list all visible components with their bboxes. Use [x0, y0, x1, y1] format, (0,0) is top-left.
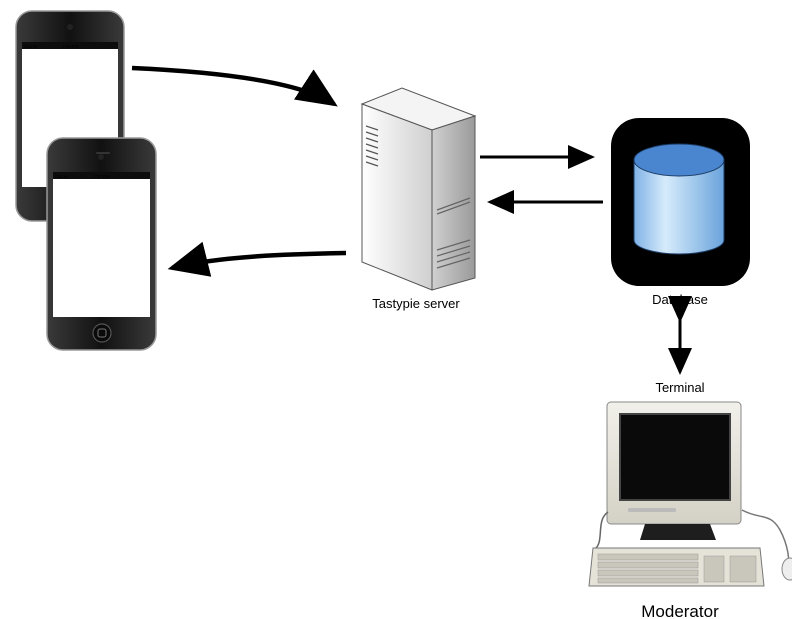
- moderator-label: Moderator: [641, 602, 719, 619]
- database-icon: [611, 118, 750, 286]
- carrier-text: Carrier: [55, 174, 69, 179]
- server-label: Tastypie server: [372, 296, 460, 311]
- arrow-server-to-phone: [167, 241, 347, 277]
- computer-icon: [588, 401, 792, 587]
- phone-2: Carrier 1:07 PM: [46, 137, 157, 351]
- status-bar: [53, 172, 150, 179]
- time-text: 1:07 PM: [93, 174, 110, 179]
- home-button-icon: [92, 323, 112, 343]
- server-icon: [360, 87, 477, 291]
- carrier-text: Carrier: [24, 44, 38, 49]
- status-bar: [22, 42, 118, 49]
- arrow-phone-to-server: [131, 65, 338, 107]
- phone-screen: [53, 179, 150, 317]
- database-label: Database: [652, 292, 708, 307]
- terminal-label: Terminal: [655, 380, 704, 395]
- time-text: 1:06 PM: [62, 44, 79, 49]
